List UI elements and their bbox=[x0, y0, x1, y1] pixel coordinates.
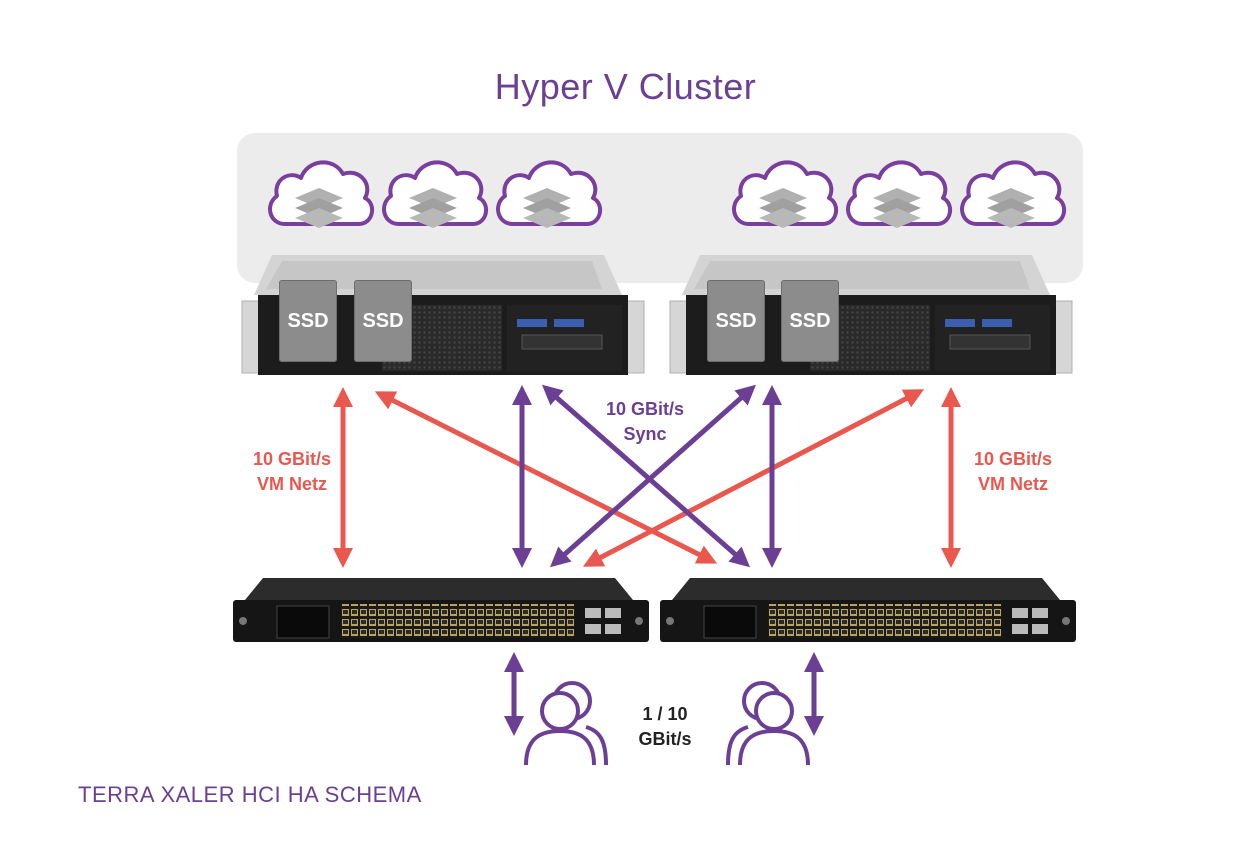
ssd-drive: SSD bbox=[781, 280, 839, 362]
users-icon bbox=[524, 681, 608, 766]
footer-caption: TERRA XALER HCI HA SCHEMA bbox=[78, 782, 422, 807]
ssd-drive: SSD bbox=[707, 280, 765, 362]
switches bbox=[232, 578, 1077, 643]
network-switch bbox=[232, 578, 650, 643]
users-icon bbox=[726, 681, 810, 766]
ssd-drive: SSD bbox=[354, 280, 412, 362]
page-title: Hyper V Cluster bbox=[494, 66, 757, 107]
ssd-drive: SSD bbox=[279, 280, 337, 362]
network-switch bbox=[659, 578, 1077, 643]
sync-link-cross-2 bbox=[550, 384, 756, 568]
